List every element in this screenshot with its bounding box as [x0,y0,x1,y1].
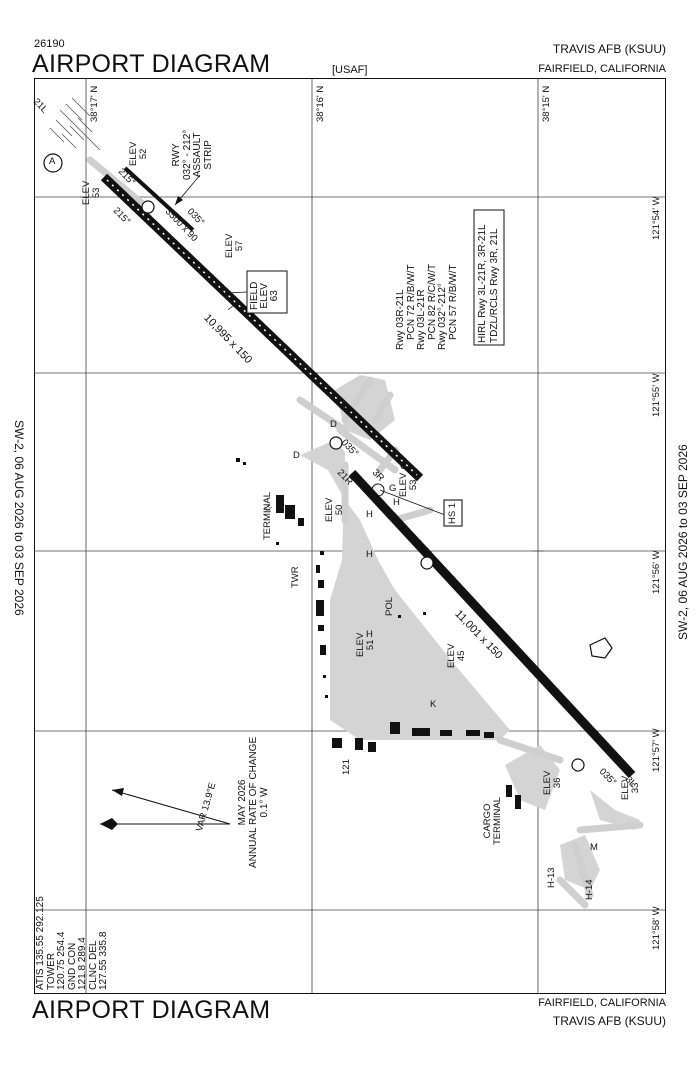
taxiway-a: A [49,156,56,167]
rwy-info-5: PCN 57 R/B/W/T [447,264,459,340]
lon-label-3: 121°57' W [651,728,662,772]
taxiway-d-3: D [293,450,300,461]
footer-title: AIRPORT DIAGRAM [32,996,271,1024]
footer-airport: TRAVIS AFB (KSUU) [552,1014,666,1028]
lighting-box [473,209,505,346]
assault-line-0: RWY [171,143,182,167]
assault-line-2: ASSAULT [192,132,203,178]
airport-name: TRAVIS AFB (KSUU) [552,42,666,56]
taxiway-h-4: H [366,629,373,640]
rwy-info-0: Rwy 03R-21L [395,289,406,350]
lat-label-1: 38°16' N [315,85,326,122]
taxiway-h-3: H [366,549,373,560]
footer-location: FAIRFIELD, CALIFORNIA [538,997,666,1009]
magnetic-north-line [111,789,231,825]
freq-clnc: 127.55 335.8 [98,931,109,990]
field-elev-value: 63 [269,290,280,302]
frequency-block: ATIS 135.55 292.125 TOWER 120.75 254.4 G… [35,896,110,990]
buildings [236,458,521,809]
page-title: AIRPORT DIAGRAM [32,50,271,78]
lighting-1: TDZL/RCLS Rwy 3R, 21L [489,228,500,343]
pol-label: POL [384,596,395,616]
field-elev: FIELD ELEV 63 [249,282,280,310]
doc-id: 26190 [34,38,65,50]
taxiway-121: 121 [341,759,352,775]
agency-label: [USAF] [332,64,368,76]
tower-label: TWR [290,566,301,588]
runway-info: Rwy 03R-21L PCN 72 R/B/W/T Rwy 03L-21R P… [395,264,459,350]
freq-tower: 120.75 254.4 [56,931,67,990]
helipad-h14: H-14 [584,879,595,900]
assault-strip-label: RWY 032° - 212° ASSAULT STRIP [171,130,214,180]
variation-date: MAY 2026 [237,779,248,826]
hot-spot-hs1: HS 1 [447,502,458,524]
rate-of-change-block: MAY 2026 ANNUAL RATE OF CHANGE 0.1° W [237,737,270,868]
lon-label-4: 121°58' W [651,906,662,950]
taxiway-k: K [430,699,437,710]
diagram-frame [34,78,666,994]
lighting-info: HIRL Rwy 3L-21R, 3R-21L TDZL/RCLS Rwy 3R… [477,224,501,343]
taxiway-h-2: H [366,509,373,520]
lon-label-1: 121°55' W [651,373,662,417]
rate-title: ANNUAL RATE OF CHANGE [248,736,259,868]
taxiway-d-1: D [345,405,352,416]
airport-location: FAIRFIELD, CALIFORNIA [538,63,666,75]
assault-strip [123,166,195,232]
freq-atis: ATIS 135.55 292.125 [35,896,46,990]
assault-line-3: STRIP [202,140,214,170]
rwy-info-4: Rwy 032°-212° [437,283,448,350]
rwy-info-2: Rwy 03L-21R [416,289,427,350]
field-elev-box [246,270,288,314]
rate-value: 0.1° W [259,787,270,818]
runway-03r-21l [100,173,424,482]
apron-areas [300,375,640,890]
hot-spot-circle [43,153,63,173]
lon-label-2: 121°56' W [651,550,662,594]
terminal-label: TERMINAL [262,491,273,540]
lon-label-0: 121°54' W [651,196,662,240]
approach-lights [49,97,101,151]
taxiway-d-2: D [330,419,337,430]
taxiway-h-1: H [393,497,400,508]
taxiway-m: M [590,842,598,853]
helipad-h13: H-13 [546,867,557,888]
lat-label-2: 38°15' N [541,85,552,122]
freq-gnd: 121.8 289.4 [77,937,88,990]
lighting-0: HIRL Rwy 3L-21R, 3R-21L [477,224,488,343]
taxiway-g-2: G [389,483,397,494]
runway-03l-21r [348,469,636,779]
svg-text:☆: ☆ [263,503,273,515]
lat-label-0: 38°17' N [89,85,100,122]
taxiway-g-1: G [400,461,408,472]
